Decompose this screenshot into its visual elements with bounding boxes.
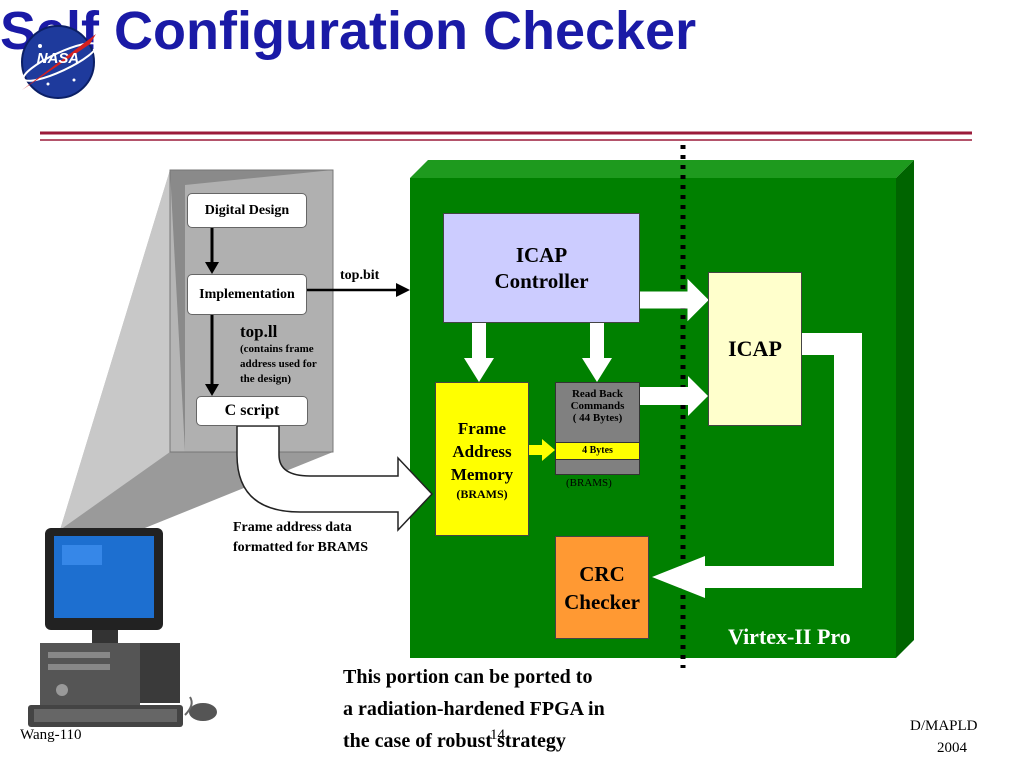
virtex-board-label: Virtex-II Pro xyxy=(728,624,851,649)
readback-brams-box: Read Back Commands ( 44 Bytes) 4 Bytes xyxy=(555,382,640,475)
fam-label-2: Address xyxy=(452,442,512,461)
note-line-3: the case of robust strategy xyxy=(343,730,566,752)
readback-brams-label: (BRAMS) xyxy=(566,477,612,489)
arrow-impl-to-cscript-head xyxy=(205,384,219,396)
icap-controller-box: ICAP Controller xyxy=(443,213,640,323)
nasa-logo-chevron xyxy=(22,34,96,90)
top-bit-label: top.bit xyxy=(340,268,380,283)
mouse xyxy=(189,703,217,721)
fpga-board-top xyxy=(410,160,914,178)
readback-label-1: Read Back xyxy=(571,388,624,400)
gray-panel-outline xyxy=(169,169,334,453)
icap-controller-label-2: Controller xyxy=(494,269,589,293)
digital-design-box: Digital Design xyxy=(187,193,307,228)
note-line-2: a radiation-hardened FPGA in xyxy=(343,698,605,720)
footer-page-number: 14 xyxy=(490,727,505,743)
arrow-controller-to-icap xyxy=(639,278,709,322)
icap-box: ICAP xyxy=(708,272,802,426)
fam-label-1: Frame xyxy=(457,419,507,438)
implementation-box: Implementation xyxy=(187,274,307,315)
fam-label-4: (BRAMS) xyxy=(456,487,508,501)
c-script-box: C script xyxy=(196,396,308,426)
frame-data-label-1: Frame address data xyxy=(233,520,352,535)
frame-data-label-2: formatted for BRAMS xyxy=(233,540,369,555)
arrow-readback-to-icap xyxy=(640,376,708,416)
footer-right-2: 2004 xyxy=(937,740,967,756)
top-ll-label: top.ll xyxy=(240,322,278,341)
fpga-board-side xyxy=(896,160,914,658)
page-title: Self Configuration Checker xyxy=(0,1,697,61)
top-ll-note-1: (contains frame xyxy=(240,343,314,355)
gray-panel-wedge xyxy=(60,170,170,530)
arrow-controller-to-fam xyxy=(464,323,494,382)
arrow-icap-to-crc xyxy=(652,333,862,598)
crc-label-1: CRC xyxy=(579,561,625,586)
arrow-controller-to-readback xyxy=(582,323,612,382)
frame-address-memory-box: Frame Address Memory (BRAMS) xyxy=(435,382,529,536)
arrow-fam-to-bytes xyxy=(529,439,555,461)
arrow-cscript-to-fam xyxy=(236,425,434,532)
crc-label-2: Checker xyxy=(564,589,640,614)
fam-label-3: Memory xyxy=(450,465,514,484)
top-ll-note-3: the design) xyxy=(240,373,292,385)
crc-checker-box: CRC Checker xyxy=(555,536,649,639)
icap-controller-label-1: ICAP xyxy=(515,243,568,267)
note-line-1: This portion can be ported to xyxy=(343,666,593,688)
icap-label: ICAP xyxy=(728,336,782,361)
arrow-top-bit-head xyxy=(396,283,410,297)
readback-label-2: Commands xyxy=(570,400,625,412)
nasa-logo-text: NASA xyxy=(36,50,80,67)
nasa-logo xyxy=(21,25,98,99)
pc-tower-side xyxy=(140,643,180,703)
top-ll-note-2: address used for xyxy=(240,358,317,370)
readback-4-bytes: 4 Bytes xyxy=(556,442,639,460)
footer-right-1: D/MAPLD xyxy=(910,718,978,734)
footer-left: Wang-110 xyxy=(20,727,82,743)
monitor-stand xyxy=(92,630,118,644)
arrow-design-to-impl-head xyxy=(205,262,219,274)
computer-illustration xyxy=(28,528,217,727)
readback-label-3: ( 44 Bytes) xyxy=(572,412,623,424)
